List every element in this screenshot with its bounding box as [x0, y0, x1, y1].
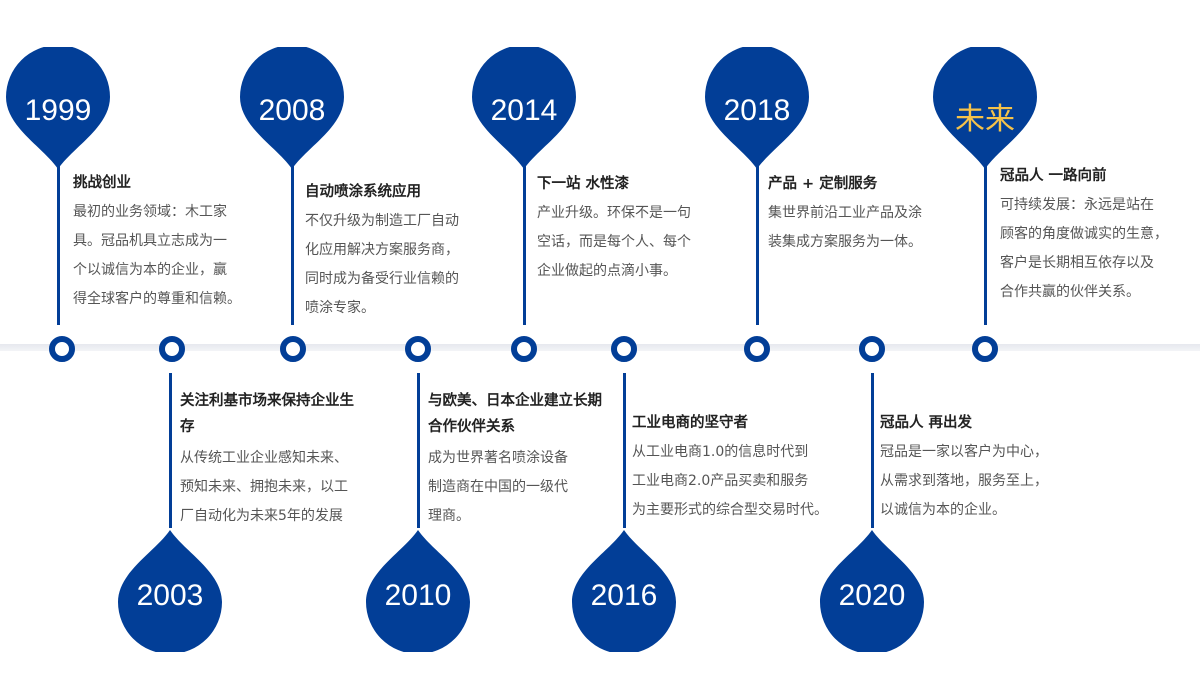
- event-text-line: 成为世界著名喷涂设备: [428, 450, 568, 466]
- event-text-line: 以诚信为本的企业。: [880, 502, 1006, 518]
- pin-icon: [472, 47, 576, 169]
- event-title: 下一站 水性漆: [537, 176, 630, 192]
- event-text-line: 理商。: [428, 508, 470, 524]
- connector-line: [523, 165, 526, 325]
- pin-icon: [933, 47, 1037, 169]
- timeline-dot: [280, 336, 306, 362]
- event-text-line: 为主要形式的综合型交易时代。: [632, 502, 828, 518]
- connector-line: [623, 373, 626, 528]
- event-text-line: 从需求到落地，服务至上，: [880, 473, 1048, 489]
- pin-icon: [820, 530, 924, 652]
- connector-line: [169, 373, 172, 528]
- year-marker: 2003: [115, 522, 225, 652]
- event-text-line: 制造商在中国的一级代: [428, 479, 568, 495]
- year-label: 未来: [955, 103, 1015, 136]
- event-text-line: 产业升级。环保不是一句: [537, 205, 691, 221]
- event-text-line: 厂自动化为未来5年的发展: [180, 508, 343, 524]
- timeline-dot: [972, 336, 998, 362]
- event-description: 工业电商的坚守者从工业电商1.0的信息时代到工业电商2.0产品买卖和服务为主要形…: [632, 410, 852, 525]
- event-text-line: 预知未来、拥抱未来，以工: [180, 479, 348, 495]
- year-label: 2014: [490, 94, 558, 127]
- year-label: 1999: [24, 94, 92, 127]
- year-marker: 2008: [237, 47, 347, 177]
- year-label: 2020: [838, 579, 906, 612]
- year-marker: 未来: [930, 47, 1040, 177]
- event-description: 冠品人 一路向前可持续发展：永远是站在顾客的角度做诚实的生意， 客户是长期相互依存…: [1000, 163, 1200, 307]
- year-marker: 2010: [363, 522, 473, 652]
- event-text-line: 客户是长期相互依存以及: [1000, 255, 1154, 271]
- event-title: 挑战创业: [73, 175, 131, 191]
- year-label: 2018: [723, 94, 791, 127]
- timeline-dot: [159, 336, 185, 362]
- event-title: 产品 + 定制服务: [768, 176, 878, 192]
- event-text-line: 合作共赢的伙伴关系。: [1000, 284, 1140, 300]
- event-description: 挑战创业最初的业务领域：木工家具。冠品机具立志成为一个以诚信为本的企业，赢得全球…: [73, 170, 293, 314]
- event-title: 冠品人 一路向前: [1000, 168, 1107, 184]
- event-text-line: 同时成为备受行业信赖的: [305, 271, 459, 287]
- event-text-line: 化应用解决方案服务商，: [305, 242, 459, 258]
- event-title: 冠品人 再出发: [880, 415, 973, 431]
- timeline-dot: [611, 336, 637, 362]
- event-text-line: 不仅升级为制造工厂自动: [305, 213, 459, 229]
- timeline-dot: [511, 336, 537, 362]
- event-text-line: 从传统工业企业感知未来、: [180, 450, 348, 466]
- event-text-line: 装集成方案服务为一体。: [768, 234, 922, 250]
- pin-icon: [118, 530, 222, 652]
- timeline-dot: [859, 336, 885, 362]
- event-text-line: 企业做起的点滴小事。: [537, 263, 677, 279]
- event-text-line: 可持续发展：永远是站在: [1000, 197, 1154, 213]
- connector-line: [291, 165, 294, 325]
- connector-line: [417, 373, 420, 528]
- event-description: 下一站 水性漆产业升级。环保不是一句空话，而是每个人、每个企业做起的点滴小事。: [537, 171, 757, 286]
- timeline-dot: [49, 336, 75, 362]
- event-text-line: 得全球客户的尊重和信赖。: [73, 291, 241, 307]
- event-title: 关注利基市场来保持企业生存: [180, 393, 354, 435]
- event-text-line: 最初的业务领域：木工家: [73, 204, 227, 220]
- event-text-line: 顾客的角度做诚实的生意，: [1000, 226, 1168, 242]
- event-description: 冠品人 再出发冠品是一家以客户为中心， 从需求到落地，服务至上， 以诚信为本的企业。: [880, 410, 1100, 525]
- year-marker: 2016: [569, 522, 679, 652]
- year-label: 2008: [258, 94, 326, 127]
- connector-line: [756, 165, 759, 325]
- event-description: 自动喷涂系统应用不仅升级为制造工厂自动化应用解决方案服务商， 同时成为备受行业信赖…: [305, 179, 525, 323]
- connector-line: [57, 165, 60, 325]
- pin-icon: [240, 47, 344, 169]
- connector-line: [984, 165, 987, 325]
- event-title: 工业电商的坚守者: [632, 415, 748, 431]
- event-text-line: 个以诚信为本的企业，赢: [73, 262, 227, 278]
- year-marker: 2020: [817, 522, 927, 652]
- event-text-line: 具。冠品机具立志成为一: [73, 233, 227, 249]
- year-marker: 2018: [702, 47, 812, 177]
- event-text-line: 喷涂专家。: [305, 300, 375, 316]
- timeline-dot: [405, 336, 431, 362]
- event-description: 产品 + 定制服务集世界前沿工业产品及涂装集成方案服务为一体。: [768, 171, 988, 257]
- pin-icon: [366, 530, 470, 652]
- pin-icon: [705, 47, 809, 169]
- connector-line: [871, 373, 874, 528]
- event-text-line: 集世界前沿工业产品及涂: [768, 205, 922, 221]
- year-marker: 1999: [3, 47, 113, 177]
- event-title: 与欧美、日本企业建立长期合作伙伴关系: [428, 393, 602, 435]
- event-text-line: 工业电商2.0产品买卖和服务: [632, 473, 809, 489]
- timeline-axis: [0, 344, 1200, 351]
- timeline-dot: [744, 336, 770, 362]
- event-title: 自动喷涂系统应用: [305, 184, 421, 200]
- year-label: 2016: [590, 579, 658, 612]
- year-label: 2003: [136, 579, 204, 612]
- event-description: 关注利基市场来保持企业生存从传统工业企业感知未来、预知未来、拥抱未来，以工厂自动…: [180, 388, 360, 531]
- event-text-line: 从工业电商1.0的信息时代到: [632, 444, 809, 460]
- year-marker: 2014: [469, 47, 579, 177]
- event-text-line: 冠品是一家以客户为中心，: [880, 444, 1048, 460]
- event-text-line: 空话，而是每个人、每个: [537, 234, 691, 250]
- event-description: 与欧美、日本企业建立长期合作伙伴关系成为世界著名喷涂设备制造商在中国的一级代理商…: [428, 388, 608, 531]
- pin-icon: [572, 530, 676, 652]
- year-label: 2010: [384, 579, 452, 612]
- pin-icon: [6, 47, 110, 169]
